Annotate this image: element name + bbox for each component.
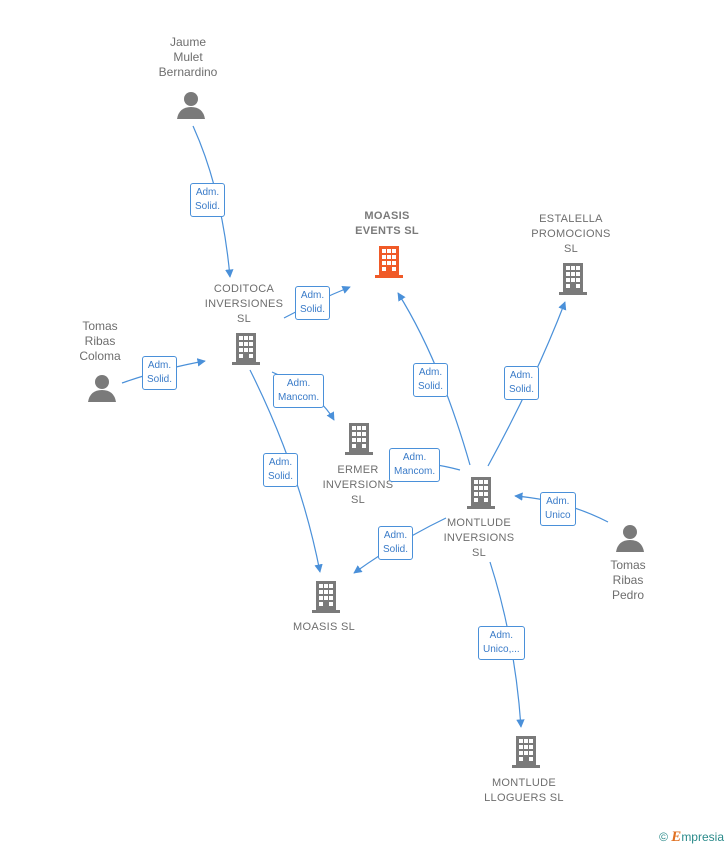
node-label-jaume-mulet-bernardino[interactable]: Jaume Mulet Bernardino [158,35,218,79]
person-icon[interactable] [87,373,117,403]
brand-footer[interactable]: © Empresia [659,829,724,846]
edge-label-coditoca-moasis-events[interactable]: Adm. Solid. [295,286,331,320]
brand-logo-initial: E [671,829,682,845]
building-icon[interactable] [466,476,496,510]
node-label-montlude-lloguers[interactable]: MONTLUDE LLOGUERS SL [484,777,564,804]
copyright-icon: © [659,830,668,844]
building-icon[interactable] [231,332,261,366]
node-label-tomas-ribas-pedro[interactable]: Tomas Ribas Pedro [610,558,646,602]
node-label-moasis[interactable]: MOASIS SL [293,621,355,633]
person-icon[interactable] [615,523,645,553]
person-icon[interactable] [176,90,206,120]
edge-label-montlude-estalella[interactable]: Adm. Solid. [504,366,540,400]
node-label-moasis-events[interactable]: MOASIS EVENTS SL [355,210,419,237]
edge-label-montlude-moasis[interactable]: Adm. Solid. [378,526,414,560]
node-label-tomas-ribas-coloma[interactable]: Tomas Ribas Coloma [79,319,121,363]
brand-logo-text: mpresia [681,830,724,844]
node-label-estalella-promocions[interactable]: ESTALELLA PROMOCIONS SL [531,213,611,255]
edge-label-montlude-lloguers[interactable]: Adm. Unico,... [478,626,525,660]
edge-label-tomas-pedro-montlude[interactable]: Adm. Unico [540,492,576,526]
building-icon[interactable] [344,422,374,456]
building-icon[interactable] [374,245,404,279]
edge-label-tomas-coditoca[interactable]: Adm. Solid. [142,356,178,390]
edge-label-jaume-coditoca[interactable]: Adm. Solid. [190,183,226,217]
edge-label-montlude-ermer[interactable]: Adm. Mancom. [389,448,441,482]
building-icon[interactable] [311,580,341,614]
node-label-coditoca-inversiones[interactable]: CODITOCA INVERSIONES SL [204,283,284,325]
node-label-montlude-inversions[interactable]: MONTLUDE INVERSIONS SL [443,517,515,559]
building-icon[interactable] [558,262,588,296]
edge-label-coditoca-moasis[interactable]: Adm. Solid. [263,453,299,487]
node-label-ermer-inversions[interactable]: ERMER INVERSIONS SL [322,464,394,506]
edge-label-montlude-moasis-events[interactable]: Adm. Solid. [413,363,449,397]
building-icon[interactable] [511,735,541,769]
edge-label-coditoca-ermer[interactable]: Adm. Mancom. [273,374,325,408]
